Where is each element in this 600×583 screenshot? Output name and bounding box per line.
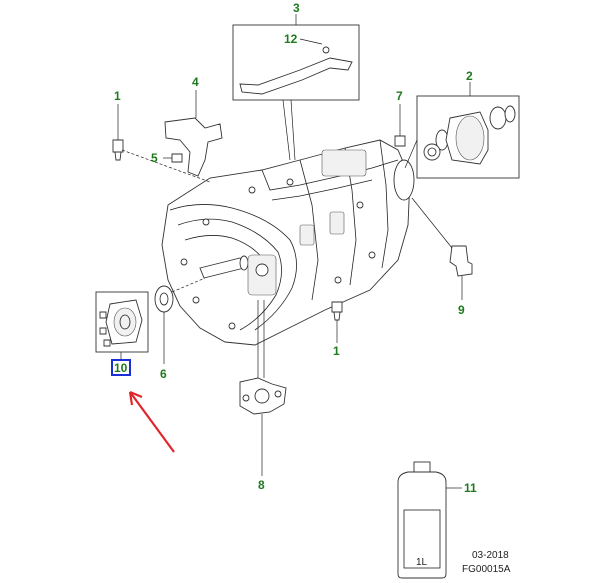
fastener-5 bbox=[171, 153, 183, 163]
callout-6: 6 bbox=[160, 367, 167, 381]
footer-code: FG00015A bbox=[462, 564, 511, 575]
callout-8: 8 bbox=[258, 478, 265, 492]
callout-9: 9 bbox=[458, 303, 465, 317]
callout-10: 10 bbox=[114, 361, 128, 375]
transmission-housing bbox=[161, 139, 415, 346]
bottle-volume-label: 1L bbox=[416, 557, 428, 568]
bolt-1-upper bbox=[112, 139, 124, 161]
actuator-8 bbox=[239, 377, 287, 415]
bracket-4 bbox=[164, 117, 223, 177]
callout-7: 7 bbox=[396, 89, 403, 103]
plug-7 bbox=[394, 135, 406, 147]
callout-10-highlight bbox=[111, 359, 131, 376]
sensor-9 bbox=[449, 245, 473, 277]
footer-date: 03-2018 bbox=[472, 550, 509, 561]
callout-1-lower: 1 bbox=[333, 344, 340, 358]
seal-ring bbox=[423, 143, 441, 161]
callout-5: 5 bbox=[151, 151, 158, 165]
callout-4: 4 bbox=[192, 75, 199, 89]
washer-6 bbox=[154, 285, 174, 313]
callout-2: 2 bbox=[466, 69, 473, 83]
bolt-1-lower bbox=[331, 301, 343, 321]
callout-11: 11 bbox=[464, 481, 477, 495]
fluid-bottle-11 bbox=[397, 461, 447, 579]
highlight-arrow bbox=[128, 390, 175, 453]
callout-12: 12 bbox=[284, 32, 298, 46]
callout-1-upper: 1 bbox=[114, 89, 121, 103]
callout-3: 3 bbox=[293, 1, 300, 15]
